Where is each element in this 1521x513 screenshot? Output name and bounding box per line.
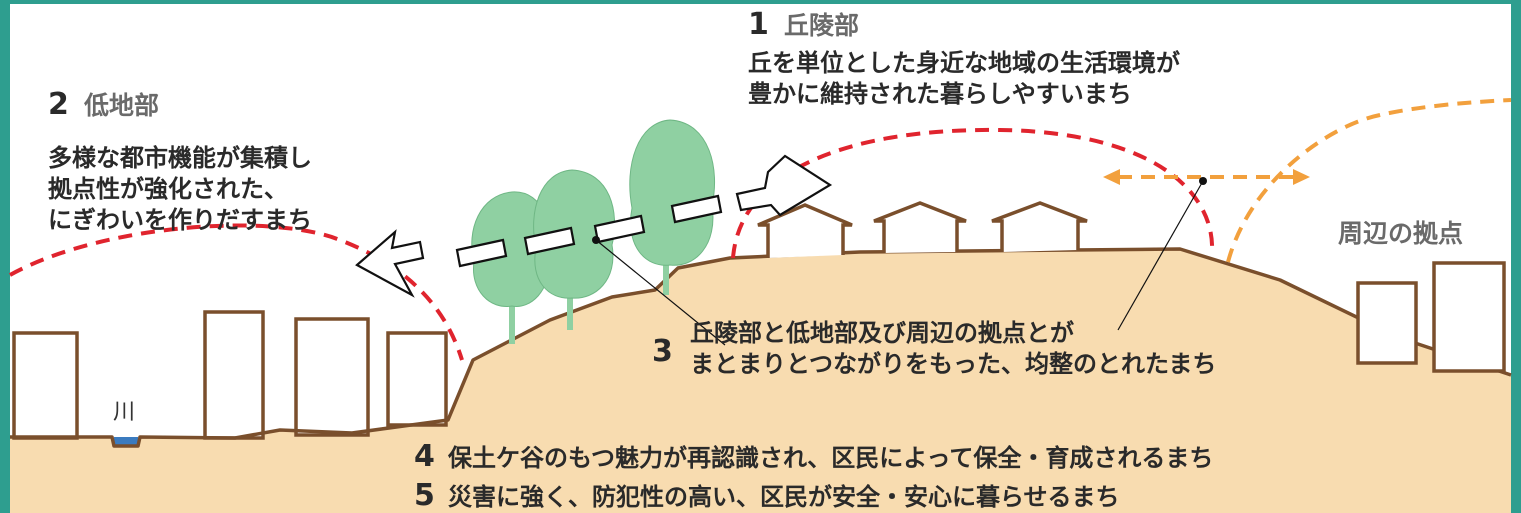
item-3-desc: 丘陵部と低地部及び周辺の拠点とが まとまりとつながりをもった、均整のとれたまち bbox=[690, 318, 1216, 380]
building bbox=[203, 310, 265, 440]
building bbox=[386, 331, 448, 427]
item-1-line: 丘を単位とした身近な地域の生活環境が bbox=[748, 49, 1180, 77]
item-4-text: 保土ケ谷のもつ魅力が再認識され、区民によって保全・育成されるまち bbox=[447, 444, 1214, 472]
peripheral-hub-label: 周辺の拠点 bbox=[1338, 219, 1464, 248]
item-5: 5 災害に強く、防犯性の高い、区民が安全・安心に暮らせるまち bbox=[414, 478, 1120, 513]
building bbox=[1432, 261, 1506, 373]
frame-top bbox=[0, 0, 1521, 4]
house bbox=[991, 201, 1088, 252]
item-3-line: まとまりとつながりをもった、均整のとれたまち bbox=[690, 350, 1217, 378]
item-2-desc: 多様な都市機能が集積し 拠点性が強化された、 にぎわいを作りだすまち bbox=[48, 143, 312, 236]
leader-dot bbox=[592, 236, 600, 244]
ground bbox=[10, 249, 1511, 513]
house bbox=[757, 203, 853, 258]
item-2-line: にぎわいを作りだすまち bbox=[48, 206, 312, 234]
frame-left bbox=[0, 0, 10, 513]
red-dashed-arc-lowland bbox=[9, 223, 464, 361]
orange-dashed-arc bbox=[1226, 98, 1512, 263]
item-4: 4 保土ケ谷のもつ魅力が再認識され、区民によって保全・育成されるまち bbox=[414, 439, 1213, 474]
frame-right bbox=[1511, 0, 1521, 513]
item-3-line: 丘陵部と低地部及び周辺の拠点とが bbox=[690, 319, 1074, 347]
item-2-line: 拠点性が強化された、 bbox=[48, 175, 288, 203]
leader-line-3b bbox=[1117, 180, 1204, 331]
tree bbox=[533, 169, 616, 330]
orange-arrowhead-right bbox=[1293, 169, 1310, 185]
building bbox=[1356, 281, 1418, 365]
item-2-heading: 2 低地部 bbox=[48, 86, 159, 122]
item-1-title: 丘陵部 bbox=[783, 11, 859, 40]
item-2-line: 多様な都市機能が集積し bbox=[48, 144, 312, 172]
building bbox=[294, 317, 370, 437]
building bbox=[12, 331, 79, 440]
item-1-heading: 1 丘陵部 bbox=[748, 6, 859, 42]
item-1-line: 豊かに維持された暮らしやすいまち bbox=[748, 80, 1132, 108]
orange-arrowhead-left bbox=[1103, 169, 1120, 185]
item-2-title: 低地部 bbox=[83, 91, 159, 120]
river bbox=[114, 437, 138, 445]
river-label: 川 bbox=[113, 400, 136, 425]
leader-dot bbox=[1199, 177, 1207, 185]
item-2-number: 2 bbox=[48, 87, 69, 122]
item-1-number: 1 bbox=[748, 7, 769, 42]
house bbox=[873, 201, 967, 253]
item-3-number: 3 bbox=[652, 334, 673, 369]
item-4-number: 4 bbox=[414, 439, 435, 474]
item-1-desc: 丘を単位とした身近な地域の生活環境が 豊かに維持された暮らしやすいまち bbox=[748, 48, 1180, 110]
item-5-number: 5 bbox=[414, 478, 435, 513]
connection-arrow bbox=[355, 154, 833, 298]
leader-line-3a bbox=[595, 239, 726, 346]
item-5-text: 災害に強く、防犯性の高い、区民が安全・安心に暮らせるまち bbox=[447, 483, 1120, 511]
tree bbox=[629, 119, 715, 295]
